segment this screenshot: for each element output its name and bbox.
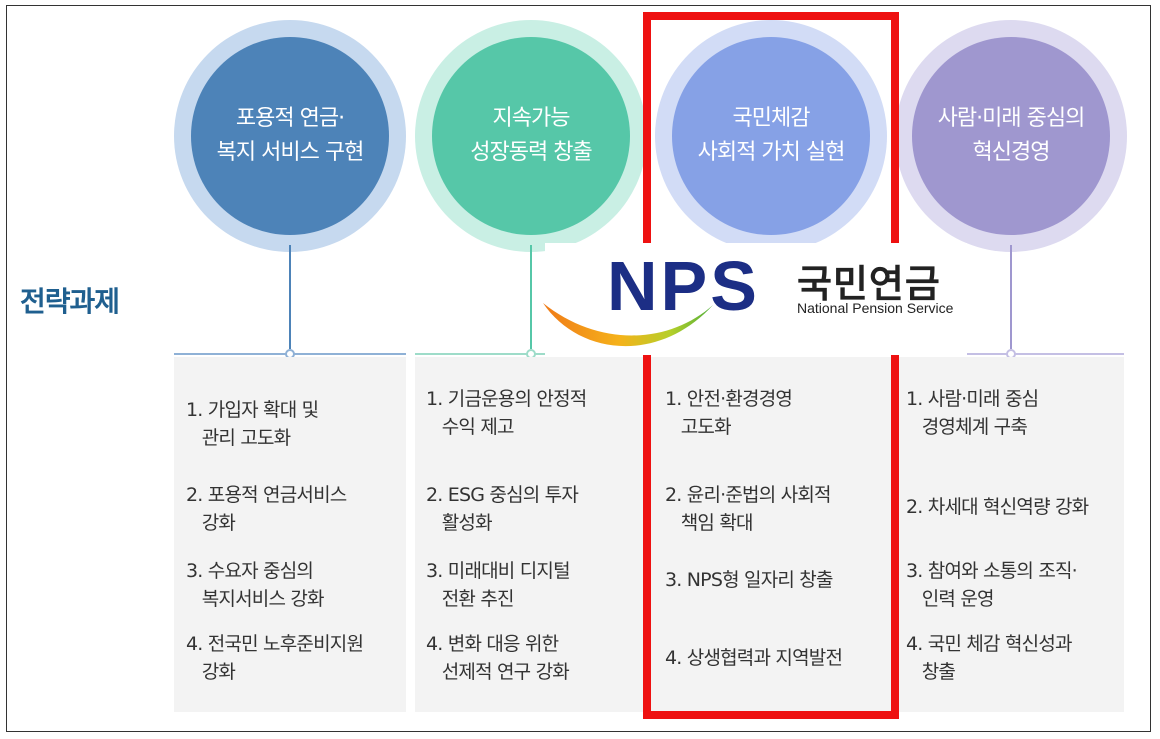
column-2-item-3: 3. 미래대비 디지털 전환 추진	[426, 560, 571, 610]
logo-name-en: National Pension Service	[797, 300, 954, 316]
column-3-item-4: 4. 상생협력과 지역발전	[665, 647, 843, 669]
column-1-stem	[289, 245, 291, 349]
column-1-item-1: 1. 가입자 확대 및 관리 고도화	[186, 399, 319, 449]
column-2-stem	[530, 245, 532, 349]
column-2-panel	[415, 357, 643, 712]
column-3-item-3: 3. NPS형 일자리 창출	[665, 569, 833, 591]
logo-name-ko: 국민연금	[797, 262, 941, 306]
column-1-item-4: 4. 전국민 노후준비지원 강화	[186, 633, 364, 683]
column-2-item-4: 4. 변화 대응 위한 선제적 연구 강화	[426, 633, 570, 683]
column-4-item-2: 2. 차세대 혁신역량 강화	[906, 496, 1089, 518]
column-3-item-1: 1. 안전·환경경영 고도화	[665, 388, 793, 438]
highlight-box	[643, 12, 899, 719]
logo-mark: NPS	[607, 247, 760, 325]
swoosh-icon	[543, 303, 713, 347]
column-4-panel	[899, 357, 1124, 712]
column-3-panel	[651, 357, 891, 712]
column-3-item-2: 2. 윤리·준법의 사회적 책임 확대	[665, 484, 831, 534]
column-1-circle: 포용적 연금·복지 서비스 구현	[174, 20, 406, 252]
column-2-item-2: 2. ESG 중심의 투자 활성화	[426, 484, 579, 534]
column-1-panel	[174, 357, 406, 712]
column-2-item-1: 1. 기금운용의 안정적 수익 제고	[426, 388, 587, 438]
column-4-item-1: 1. 사람·미래 중심 경영체계 구축	[906, 388, 1039, 438]
column-1-item-3: 3. 수요자 중심의 복지서비스 강화	[186, 560, 325, 610]
side-label: 전략과제	[20, 285, 120, 318]
column-1-item-2: 2. 포용적 연금서비스 강화	[186, 484, 347, 534]
column-4-stem	[1010, 245, 1012, 349]
column-4-item-4: 4. 국민 체감 혁신성과 창출	[906, 633, 1072, 683]
column-4-item-3: 3. 참여와 소통의 조직· 인력 운영	[906, 560, 1078, 610]
column-1-title: 포용적 연금·복지 서비스 구현	[191, 37, 389, 235]
